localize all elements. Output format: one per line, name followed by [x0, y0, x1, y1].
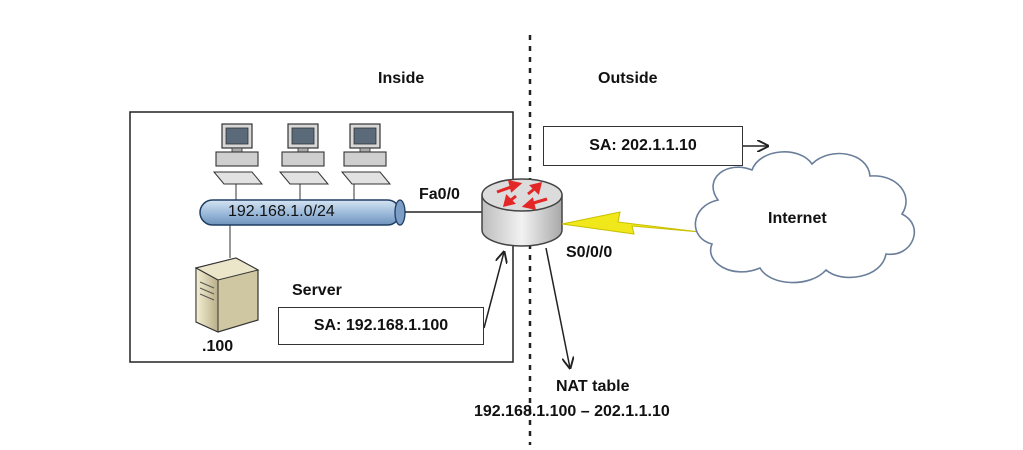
s0-0-0-interface-label: S0/0/0	[566, 244, 613, 261]
pc-icon	[278, 123, 330, 185]
server-host-label: .100	[202, 338, 234, 355]
inside-source-address-box: SA: 192.168.1.100	[278, 307, 484, 345]
inside-zone-label: Inside	[378, 70, 425, 87]
server-label: Server	[292, 282, 342, 299]
nat-table-arrow	[545, 247, 570, 368]
nat-table-title: NAT table	[556, 378, 630, 395]
internet-label: Internet	[768, 210, 827, 227]
pc-drop-lines	[229, 183, 355, 258]
inside-packet-arrow	[483, 252, 504, 329]
outside-source-address-box: SA: 202.1.1.10	[543, 126, 743, 166]
serial-link-icon	[561, 211, 701, 235]
server-icon	[194, 257, 260, 333]
pc-icon	[340, 123, 392, 185]
fa0-0-interface-label: Fa0/0	[419, 186, 460, 203]
cloud-icon	[694, 151, 916, 284]
pc-icon	[212, 123, 264, 185]
outside-zone-label: Outside	[598, 70, 658, 87]
subnet-label: 192.168.1.0/24	[228, 203, 335, 220]
nat-table-mapping: 192.168.1.100 – 202.1.1.10	[474, 403, 670, 420]
router-icon	[481, 178, 563, 247]
